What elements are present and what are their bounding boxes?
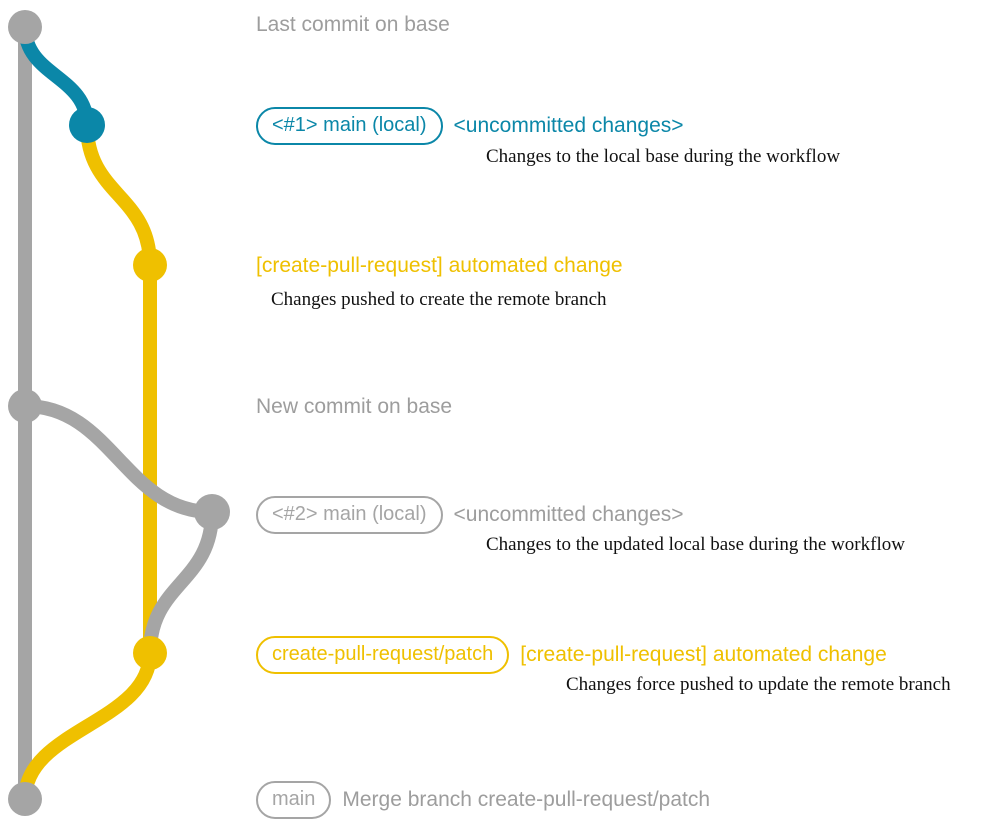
ref-badge-create-pull-request-patch[interactable]: create-pull-request/patch [256, 636, 510, 674]
node-merge-main [8, 782, 42, 816]
ref-line: <#2> main (local) <uncommitted changes> [256, 496, 684, 534]
commit-entry-merge-main: main Merge branch create-pull-request/pa… [256, 781, 710, 819]
edge-local1-to-remote1 [80, 118, 157, 272]
commit-description-local-1: Changes to the local base during the wor… [486, 146, 841, 167]
ref-badge-main-local-2[interactable]: <#2> main (local) [256, 496, 443, 534]
node-local-2 [194, 494, 230, 530]
commit-entry-remote-1: [create-pull-request] automated change [256, 253, 623, 279]
commit-title: <uncommitted changes> [453, 503, 684, 526]
commit-nodes [8, 10, 230, 816]
edge-basenew-to-local2 [18, 399, 219, 519]
ref-badge-main[interactable]: main [256, 781, 332, 819]
ref-line: <#1> main (local) <uncommitted changes> [256, 107, 684, 145]
commit-description-remote-1: Changes pushed to create the remote bran… [271, 289, 607, 310]
commit-title: Last commit on base [256, 13, 450, 36]
commit-title: [create-pull-request] automated change [256, 254, 623, 277]
commit-entry-local-1: <#1> main (local) <uncommitted changes> [256, 107, 684, 145]
node-base-last [8, 10, 42, 44]
commit-entry-base-new: New commit on base [256, 394, 452, 420]
ref-badge-main-local-1[interactable]: <#1> main (local) [256, 107, 443, 145]
commit-title: [create-pull-request] automated change [520, 643, 887, 666]
commit-entry-base-last: Last commit on base [256, 12, 450, 38]
commit-entry-local-2: <#2> main (local) <uncommitted changes> [256, 496, 684, 534]
commit-title: Merge branch create-pull-request/patch [342, 788, 711, 811]
node-remote-2 [133, 636, 167, 670]
ref-line: create-pull-request/patch [create-pull-r… [256, 636, 887, 674]
ref-line: main Merge branch create-pull-request/pa… [256, 781, 710, 819]
node-remote-1 [133, 248, 167, 282]
node-base-new [8, 389, 42, 423]
commit-entry-remote-2: create-pull-request/patch [create-pull-r… [256, 636, 887, 674]
commit-title: <uncommitted changes> [453, 114, 684, 137]
edge-remote2-to-main [18, 646, 157, 806]
commit-title: New commit on base [256, 395, 453, 418]
commit-description-remote-2: Changes force pushed to update the remot… [566, 674, 951, 695]
edge-local2-to-remote2 [143, 505, 219, 660]
node-local-1 [69, 107, 105, 143]
commit-description-local-2: Changes to the updated local base during… [486, 534, 905, 555]
